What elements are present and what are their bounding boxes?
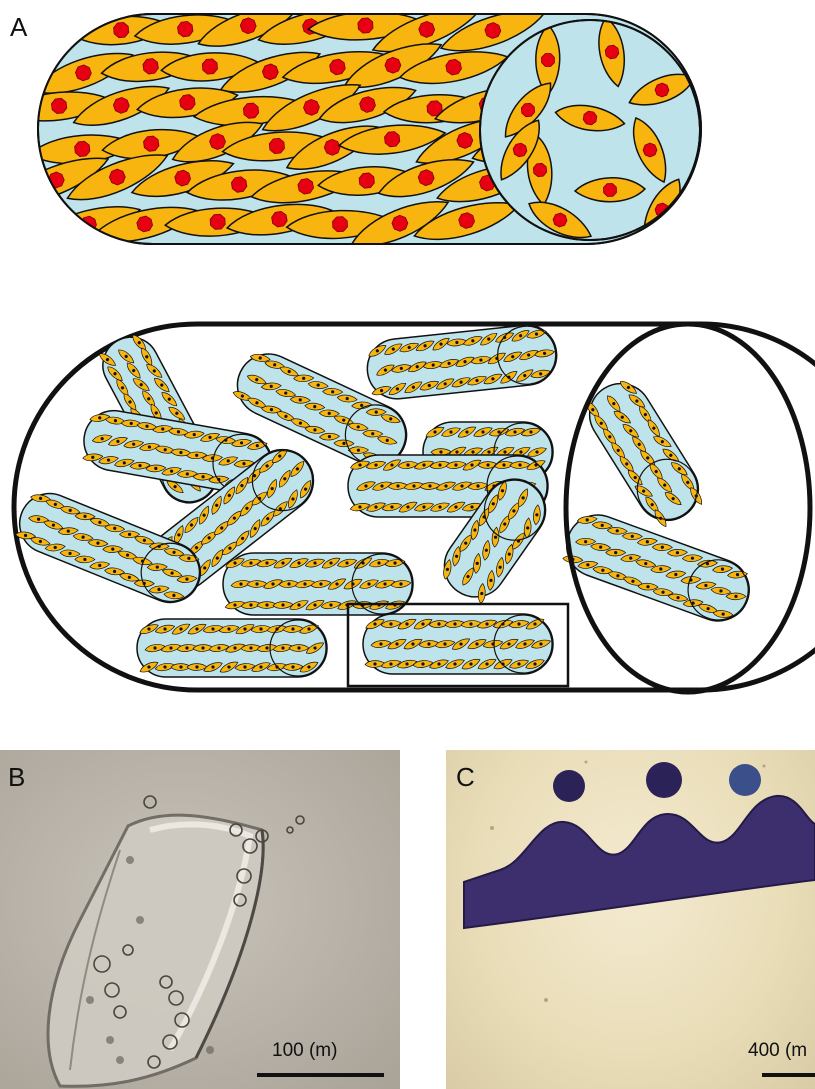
fiber-fragment-illustration	[0, 750, 400, 1089]
nucleus	[358, 18, 374, 34]
cell-sphere	[287, 827, 293, 833]
nucleus	[50, 21, 69, 40]
panel-c-label: C	[456, 764, 475, 790]
fiber-bundle-diagram	[0, 310, 815, 700]
bead	[553, 770, 585, 802]
scale-bar-label-b: 100 (m)	[272, 1040, 337, 1062]
cell-sphere	[296, 816, 304, 824]
panel-b-label: B	[8, 764, 25, 790]
nucleus	[541, 53, 554, 66]
nucleus	[603, 183, 616, 196]
bead	[646, 762, 682, 798]
bead	[729, 764, 761, 796]
nucleus	[210, 214, 226, 230]
mini-fiber	[223, 553, 413, 615]
nucleus	[332, 216, 348, 232]
patterned-fiber-illustration	[446, 750, 815, 1089]
micrograph-b: B 100 (m)	[0, 750, 400, 1089]
micrograph-c: C 400 (m	[446, 750, 815, 1089]
scale-bar-c	[762, 1073, 815, 1077]
mini-fiber	[363, 614, 553, 674]
scale-bar-b	[257, 1073, 384, 1077]
cell-sphere	[144, 796, 156, 808]
mini-fiber	[137, 619, 327, 677]
single-fiber-diagram	[0, 0, 815, 270]
scale-bar-label-c: 400 (m	[748, 1040, 807, 1062]
